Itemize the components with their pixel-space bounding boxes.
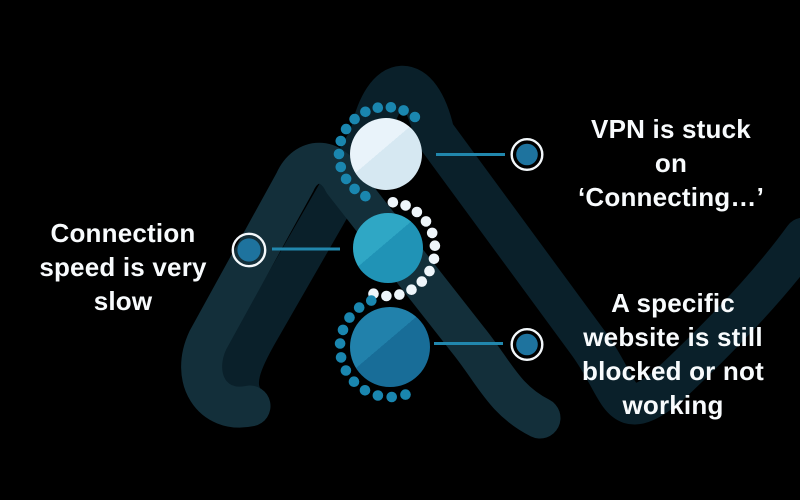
brand-a-mark-light-stroke <box>181 142 561 439</box>
chain-dot <box>429 240 441 251</box>
label-line: website is still <box>583 322 763 352</box>
label-line: Connection <box>50 218 196 248</box>
brand-a-mark-dark-stroke <box>218 65 800 425</box>
chain-dot <box>344 312 355 323</box>
chain-dot <box>372 390 384 401</box>
chain-dot <box>340 173 352 185</box>
chain-dot <box>340 365 352 376</box>
chain-dot <box>400 200 411 211</box>
chain-dot <box>353 302 365 313</box>
label-line: slow <box>93 286 153 316</box>
chain-dot <box>398 105 409 116</box>
chain-dot <box>372 102 384 113</box>
chain-dot <box>334 338 346 349</box>
label-line: ‘Connecting…’ <box>577 182 765 212</box>
label-blocked-site: A specific website is still blocked or not… <box>552 286 794 422</box>
node-bullet-left <box>231 232 267 268</box>
chain-dot <box>416 276 428 287</box>
chain-dot <box>406 284 417 296</box>
label-line: VPN is stuck <box>591 114 751 144</box>
chain-dot <box>424 265 435 277</box>
node-bullet-bottom <box>510 328 544 362</box>
chain-dot <box>411 206 423 218</box>
chain-dot <box>349 183 360 195</box>
chain-dot <box>386 391 398 403</box>
chain-dot <box>381 290 392 302</box>
chain-dot <box>359 385 371 396</box>
label-line: speed is very <box>39 252 207 282</box>
chain-dot <box>340 123 352 135</box>
chain-dot <box>360 190 371 202</box>
chain-dot <box>387 197 399 208</box>
chain-dot <box>385 102 397 113</box>
label-slow-speed: Connection speed is very slow <box>10 216 236 318</box>
chain-dot <box>366 295 377 306</box>
chain-dot <box>349 113 360 125</box>
dot-chain <box>333 102 441 403</box>
chain-dot <box>428 253 440 265</box>
chain-dot <box>335 161 347 173</box>
label-line: blocked or not <box>582 356 764 386</box>
chain-dot <box>360 106 371 118</box>
chain-dot <box>409 111 421 123</box>
chain-dot <box>335 135 347 147</box>
label-line: A specific <box>611 288 735 318</box>
label-vpn-stuck: VPN is stuck on ‘Connecting…’ <box>550 112 792 214</box>
node-bullet-top <box>510 137 544 171</box>
step-circle-bottom <box>350 307 430 387</box>
chain-dot <box>394 289 405 300</box>
step-circle-top <box>350 118 422 190</box>
chain-dot <box>426 227 438 239</box>
chain-dot <box>348 376 360 388</box>
chain-dot <box>333 148 345 160</box>
chain-dot <box>400 389 411 400</box>
chain-dot <box>335 352 347 363</box>
label-line: on <box>654 148 688 178</box>
chain-dot <box>337 324 349 336</box>
step-circle-middle <box>353 213 423 283</box>
chain-dot <box>420 216 432 227</box>
label-line: working <box>622 390 724 420</box>
